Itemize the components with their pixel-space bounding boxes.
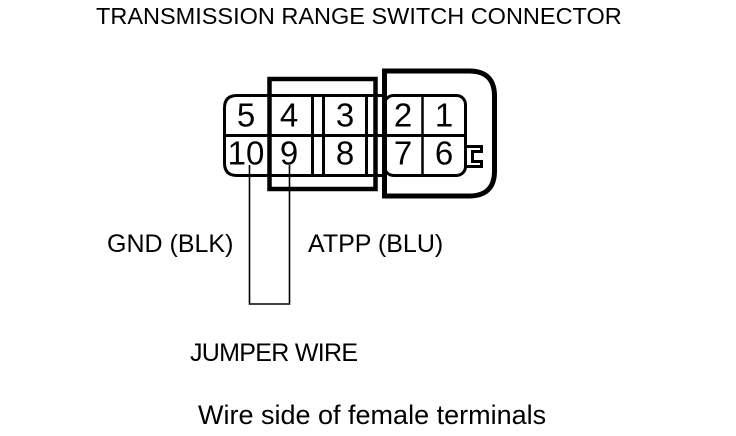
diagram-title: TRANSMISSION RANGE SWITCH CONNECTOR (96, 3, 622, 29)
atpp-wire-label: ATPP (BLU) (308, 230, 443, 258)
terminal-5: 5 (237, 97, 255, 134)
connector-housing-group (223, 68, 497, 199)
connector-outer-shell (382, 68, 497, 199)
terminal-10: 10 (228, 135, 265, 172)
connector-left-body (223, 94, 383, 177)
terminal-4: 4 (280, 97, 298, 134)
gnd-wire-label: GND (BLK) (107, 230, 233, 258)
jumper-wire-label: JUMPER WIRE (190, 339, 357, 367)
terminal-7: 7 (394, 135, 412, 172)
terminal-3: 3 (336, 97, 354, 134)
connector-key-tab (466, 145, 483, 168)
terminal-6: 6 (435, 135, 453, 172)
terminal-1: 1 (435, 97, 453, 134)
terminal-8: 8 (336, 135, 354, 172)
wire-side-caption: Wire side of female terminals (198, 400, 546, 430)
jumper-wire-line (248, 165, 291, 305)
terminal-9: 9 (280, 135, 298, 172)
terminal-2: 2 (394, 97, 412, 134)
